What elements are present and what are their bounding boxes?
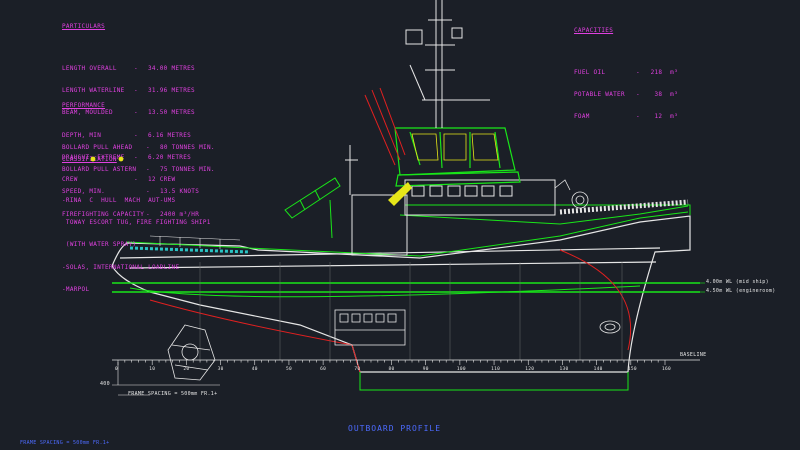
frame-spacing-label: FRAME SPACING = 500mm FR.1+	[128, 391, 218, 397]
baseline-label: BASELINE	[680, 352, 707, 358]
mast	[405, 0, 490, 128]
frame-number: 120	[525, 367, 535, 372]
performance-row: SPEED, MIN.-13.5 KNOTS	[62, 188, 200, 196]
bulwark	[126, 204, 691, 257]
classification-line: (WITH WATER SPRAY)	[62, 241, 137, 249]
drawing-title: OUTBOARD PROFILE	[348, 424, 442, 433]
underwater-hull-red	[149, 249, 632, 373]
frame-number: 70	[354, 367, 361, 372]
fire-monitor-crane	[284, 177, 341, 239]
classification-line: -RINA C HULL MACH AUT-UMS	[62, 196, 176, 204]
frame-number: 20	[183, 367, 190, 372]
particular-row: LENGTH WATERLINE-31.96 METRES	[62, 87, 195, 95]
bow-thruster	[599, 320, 621, 334]
particulars-heading: PARTICULARS	[62, 22, 106, 30]
classification-heading: CLASSIFICATION	[62, 155, 117, 163]
capacities-heading: CAPACITIES	[574, 26, 614, 34]
waterline-lines	[112, 282, 700, 298]
frame-number: 140	[593, 367, 603, 372]
frame-ticks	[117, 360, 666, 365]
waterline-leaders	[690, 282, 705, 293]
dimension-400-label: 400	[100, 381, 110, 387]
frame-lines	[199, 262, 623, 360]
frame-number: 10	[149, 367, 156, 372]
capacity-row: FUEL OIL-218 m³	[574, 68, 678, 76]
frame-number: 80	[388, 367, 395, 372]
frame-number: 50	[285, 367, 292, 372]
classification-line: -SOLAS, INTERNATIONAL LOADLINE	[62, 263, 180, 271]
frame-number: 100	[456, 367, 466, 372]
performance-block: PERFORMANCE BOLLARD PULL AHEAD-80 TONNES…	[62, 87, 215, 233]
footer-note: FRAME SPACING = 500mm FR.1+	[20, 440, 110, 446]
hull-outline	[111, 215, 691, 373]
fender	[129, 246, 251, 254]
particular-row: DRAUGHT, EXTREME-6.20 METRES	[62, 153, 192, 161]
particular-row: CREW-12 CREW	[62, 175, 176, 183]
fire-monitor-yellow	[388, 182, 412, 206]
frame-number: 0	[115, 367, 119, 372]
frame-number: 30	[217, 367, 224, 372]
skeg	[359, 372, 629, 391]
wheelhouse	[394, 127, 521, 187]
capacity-row: POTABLE WATER-38 m³	[574, 91, 678, 99]
wheelhouse-windows-yellow	[411, 133, 499, 161]
classification-line: -MARPOL	[62, 285, 90, 293]
aft-mast	[345, 145, 358, 195]
fender-bow	[559, 199, 689, 215]
frame-number: 130	[559, 367, 569, 372]
azimuth-thruster	[167, 324, 216, 381]
capacities-block: CAPACITIES FUEL OIL-218 m³ POTABLE WATER…	[574, 12, 678, 136]
frame-spacing-leader	[112, 362, 220, 396]
deckhouse	[351, 179, 556, 256]
classification-line: TOWAY ESCORT TUG, FIRE FIGHTING SHIP1	[62, 219, 211, 227]
performance-row: BOLLARD PULL AHEAD-80 TONNES MIN.	[62, 143, 215, 151]
performance-row: BOLLARD PULL ASTERN-75 TONNES MIN.	[62, 166, 215, 174]
performance-heading: PERFORMANCE	[62, 101, 106, 109]
particular-row: BEAM, MOULDED-13.50 METRES	[62, 109, 195, 117]
engine-room-windows	[334, 309, 406, 346]
frame-number: 110	[491, 367, 501, 372]
waterline-label-2: 4.50m WL (engineroom)	[706, 288, 776, 294]
classification-block: CLASSIFICATION -RINA C HULL MACH AUT-UMS…	[62, 141, 211, 308]
frame-number: 150	[627, 367, 637, 372]
particular-row: DEPTH, MIN-6.16 METRES	[62, 131, 192, 139]
capacity-row: FOAM-12 m³	[574, 113, 678, 121]
performance-row: FIREFIGHTING CAPACITY-2400 m³/HR	[62, 210, 200, 218]
frame-number: 90	[422, 367, 429, 372]
particulars-block: PARTICULARS LENGTH OVERALL-34.00 METRES …	[62, 8, 195, 198]
bow-winch	[554, 179, 589, 209]
aft-rails	[149, 235, 241, 249]
frame-number: 60	[320, 367, 327, 372]
waterline-label-1: 4.00m WL (mid ship)	[706, 279, 769, 285]
frame-number: 40	[251, 367, 258, 372]
exhaust-red	[364, 87, 406, 166]
particular-row: LENGTH OVERALL-34.00 METRES	[62, 64, 195, 72]
frame-number: 160	[662, 367, 672, 372]
